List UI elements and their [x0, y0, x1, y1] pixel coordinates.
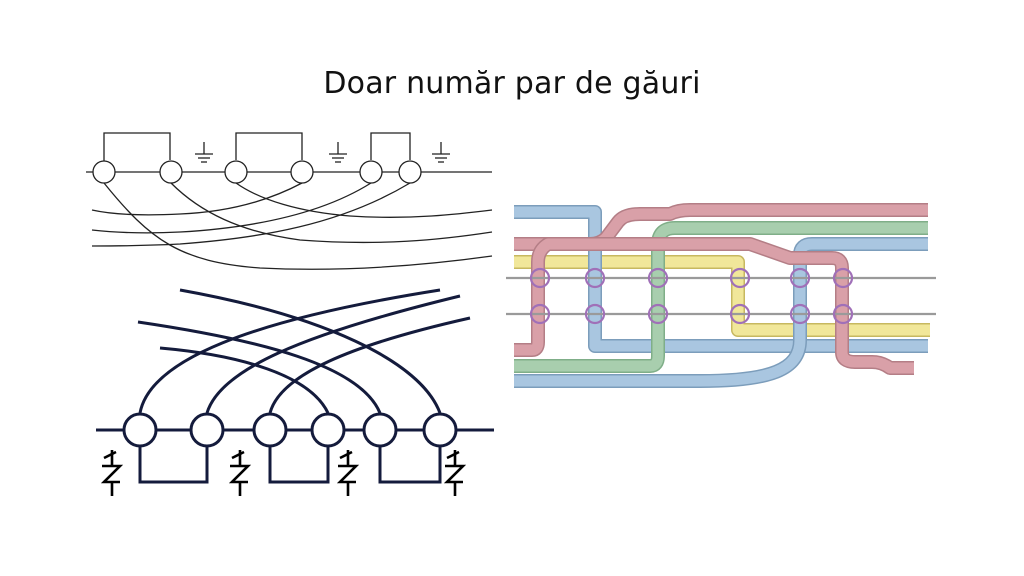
lattice-hole — [832, 303, 854, 325]
bold-schematic-diagram — [96, 288, 494, 496]
slide-title: Doar număr par de găuri — [323, 66, 701, 101]
bold-loop — [268, 447, 330, 484]
lattice-hole — [789, 303, 811, 325]
bold-hole — [422, 412, 458, 448]
thin-schematic-diagram — [86, 132, 493, 270]
thin-loop — [235, 132, 303, 160]
bold-hole — [310, 412, 346, 448]
lattice-hole — [584, 303, 606, 325]
lightning-icon — [100, 450, 124, 496]
bold-wire — [159, 346, 330, 414]
bold-loop — [378, 447, 442, 484]
lattice-hole — [529, 303, 551, 325]
thin-wire — [170, 182, 493, 244]
lattice-hole — [729, 303, 751, 325]
thin-hole — [92, 160, 116, 184]
thin-hole — [159, 160, 183, 184]
bold-wire — [179, 288, 442, 414]
bold-wire — [268, 316, 471, 414]
green-strand — [514, 221, 928, 373]
bold-wire — [138, 288, 441, 414]
ground-icon — [432, 142, 450, 163]
lattice-hole — [832, 267, 854, 289]
thin-hole — [224, 160, 248, 184]
bold-hole — [122, 412, 158, 448]
lightning-icon — [336, 450, 360, 496]
thin-wire — [91, 182, 372, 234]
bold-hole — [252, 412, 288, 448]
thin-hole — [359, 160, 383, 184]
bold-hole — [189, 412, 225, 448]
bold-wire — [137, 320, 382, 414]
thin-wire — [91, 182, 303, 216]
thin-hole — [398, 160, 422, 184]
thin-loop — [103, 132, 171, 164]
ground-icon — [195, 142, 213, 163]
lattice-hole — [647, 303, 669, 325]
thin-wire — [103, 182, 493, 270]
lightning-icon — [228, 450, 252, 496]
lattice-hole — [789, 267, 811, 289]
yellow-strand — [514, 255, 930, 337]
bold-loop — [138, 447, 209, 484]
color-lattice-diagram — [506, 203, 936, 388]
thin-loop — [370, 132, 411, 160]
lightning-icon — [443, 450, 467, 496]
thin-wire — [91, 182, 411, 247]
pink-strand — [514, 203, 928, 375]
thin-wire — [235, 182, 493, 218]
ground-icon — [329, 142, 347, 163]
lattice-hole — [647, 267, 669, 289]
bold-hole — [362, 412, 398, 448]
bold-wire — [205, 294, 461, 414]
lattice-hole — [729, 267, 751, 289]
lattice-hole — [584, 267, 606, 289]
thin-hole — [290, 160, 314, 184]
lattice-hole — [529, 267, 551, 289]
